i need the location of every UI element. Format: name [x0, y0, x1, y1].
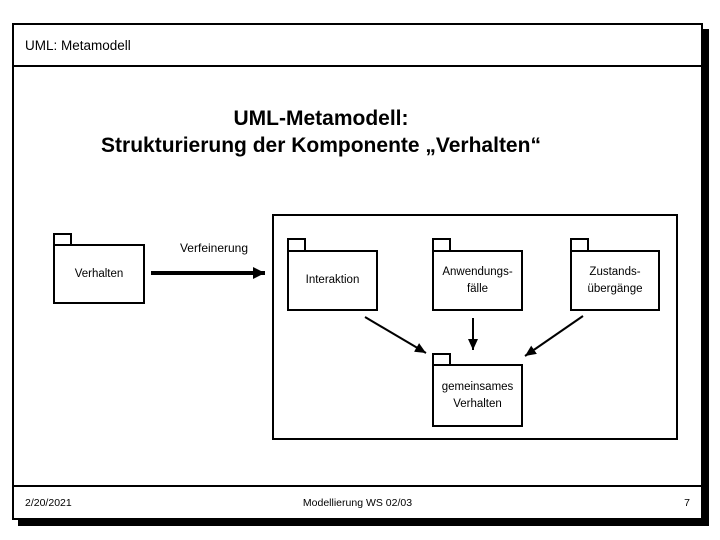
package-label-anwendungsfaelle: Anwendungs- fälle	[442, 265, 513, 295]
refinement-arrow-label: Verfeinerung	[179, 241, 249, 255]
footer-date: 2/20/2021	[25, 496, 72, 509]
slide: UML: Metamodell UML-Metamodell: Struktur…	[12, 23, 703, 520]
package-label-zustandsuebergaenge: Zustands- übergänge	[587, 265, 643, 295]
header-bar: UML: Metamodell	[14, 25, 701, 67]
header-title: UML: Metamodell	[25, 37, 131, 53]
slide-title: UML-Metamodell: Strukturierung der Kompo…	[14, 105, 628, 159]
footer-bar: 2/20/2021 Modellierung WS 02/03 7	[14, 485, 701, 518]
package-label-interaktion: Interaktion	[305, 274, 360, 286]
footer-course-name: Modellierung WS 02/03	[302, 496, 413, 509]
package-label-gemeinsames-verhalten: gemeinsames Verhalten	[441, 380, 514, 410]
package-label-verhalten: Verhalten	[74, 267, 124, 280]
slide-title-line1: UML-Metamodell:	[233, 107, 409, 130]
slide-title-line2: Strukturierung der Komponente „Verhalten…	[101, 134, 541, 157]
footer-page-number: 7	[684, 496, 691, 509]
